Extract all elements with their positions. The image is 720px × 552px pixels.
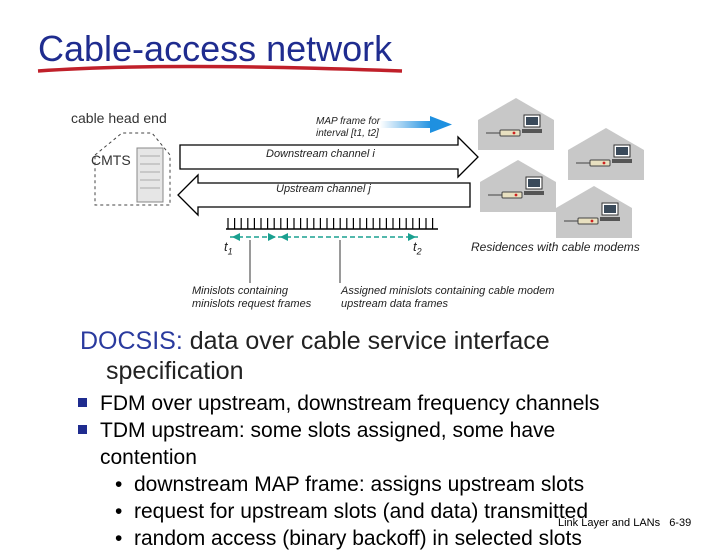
cmts-label: CMTS (91, 152, 131, 168)
docsis-rest: data over cable service interface (182, 327, 550, 355)
t2-label: t2 (413, 239, 422, 257)
map-frame-caption-2: interval [t1, t2] (316, 128, 379, 139)
t2-text: t (413, 239, 417, 254)
residences-label: Residences with cable modems (471, 240, 640, 254)
bullet-tdm: TDM upstream: some slots assigned, some … (78, 417, 718, 444)
downstream-label: Downstream channel i (266, 148, 375, 160)
house-with-modem-icon (568, 128, 644, 180)
bullet-fdm: FDM over upstream, downstream frequency … (78, 390, 718, 417)
cable-network-diagram (94, 98, 644, 283)
sub-bullet-text: downstream MAP frame: assigns upstream s… (134, 473, 585, 496)
head-end-outline (94, 132, 171, 206)
t1-subscript: 1 (227, 246, 233, 257)
title-underline (37, 64, 403, 73)
bullet-dot-icon: • (115, 500, 123, 523)
t2-subscript: 2 (416, 246, 422, 257)
house-with-modem-icon (480, 160, 556, 212)
docsis-highlight: DOCSIS: (80, 327, 183, 355)
t1-text: t (224, 239, 228, 254)
map-frame-caption-1: MAP frame for (316, 116, 381, 127)
bullet-dot-icon: • (115, 527, 123, 550)
sub-bullet-text: random access (binary backoff) in select… (134, 527, 582, 550)
slide-footer: Link Layer and LANs 6-39 (558, 517, 691, 529)
bullet-text: contention (100, 446, 197, 469)
head-end-label: cable head end (71, 110, 167, 126)
bullet-tdm-continued: contention (78, 444, 718, 471)
bullet-square-icon (78, 425, 87, 434)
bullet-text: FDM over upstream, downstream frequency … (100, 392, 600, 415)
downstream-arrow (179, 135, 479, 179)
interval-markers (230, 233, 418, 241)
sub-bullet-text: request for upstream slots (and data) tr… (134, 500, 589, 523)
house-with-modem-icon (556, 186, 632, 238)
t1-label: t1 (224, 239, 233, 257)
bullet-text: TDM upstream: some slots assigned, some … (100, 419, 556, 442)
map-frame-arrow (380, 116, 452, 133)
assigned-minislots-caption-1: Assigned minislots containing cable mode… (341, 285, 555, 297)
sub-bullet-map: • downstream MAP frame: assigns upstream … (78, 471, 718, 498)
footer-page: 6-39 (669, 517, 692, 529)
docsis-heading: DOCSIS: data over cable service interfac… (80, 326, 680, 386)
bullet-dot-icon: • (115, 473, 123, 496)
upstream-label: Upstream channel j (276, 183, 371, 195)
minislots-request-caption-2: minislots request frames (192, 298, 312, 310)
footer-chapter: Link Layer and LANs (558, 517, 661, 529)
sub-bullet-random-access: • random access (binary backoff) in selec… (78, 525, 718, 552)
house-with-modem-icon (478, 98, 554, 150)
bullet-square-icon (78, 398, 87, 407)
slide-title: Cable-access network (38, 28, 393, 69)
minislot-timeline (227, 218, 434, 229)
minislots-request-caption-1: Minislots containing (192, 285, 288, 297)
sub-bullet-request: • request for upstream slots (and data) t… (78, 498, 718, 525)
cmts-rack-icon (136, 147, 164, 203)
upstream-arrow (177, 173, 471, 217)
docsis-line2: specification (106, 357, 244, 385)
assigned-minislots-caption-2: upstream data frames (341, 298, 448, 310)
